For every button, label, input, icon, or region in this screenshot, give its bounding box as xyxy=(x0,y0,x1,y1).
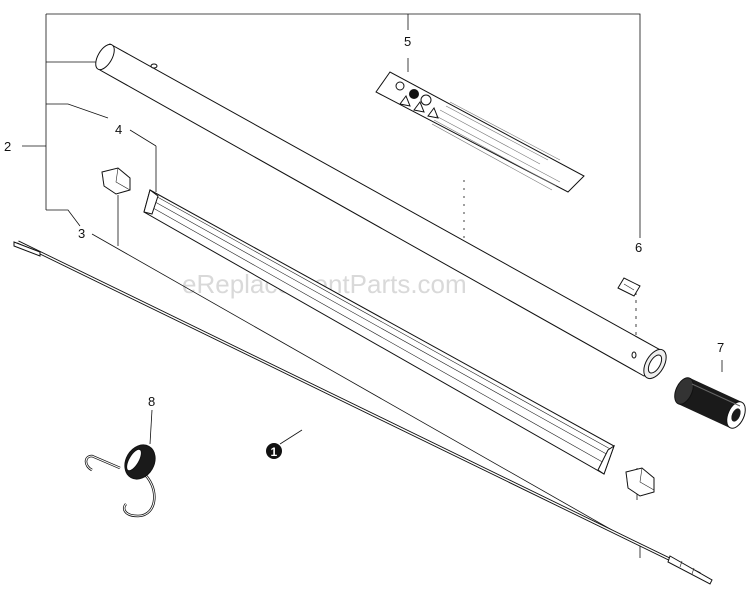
callout-5: 5 xyxy=(404,34,411,49)
callout-3: 3 xyxy=(78,226,85,241)
bushing-upper xyxy=(101,167,131,195)
small-label xyxy=(617,277,641,297)
warning-decal xyxy=(375,71,585,193)
liner xyxy=(143,189,615,475)
callout-1: 1 xyxy=(271,445,278,459)
bushing-lower xyxy=(625,467,655,497)
hanger-hook xyxy=(84,444,156,518)
callout-7: 7 xyxy=(717,340,724,355)
drive-shaft xyxy=(13,240,713,585)
shaft-tube xyxy=(95,43,667,380)
leader-lines xyxy=(22,13,723,558)
grip xyxy=(674,377,746,429)
callout-1-badge: 1 xyxy=(266,443,282,459)
callout-6: 6 xyxy=(635,240,642,255)
callout-8: 8 xyxy=(148,394,155,409)
callout-2: 2 xyxy=(4,139,11,154)
callout-4: 4 xyxy=(115,122,122,137)
